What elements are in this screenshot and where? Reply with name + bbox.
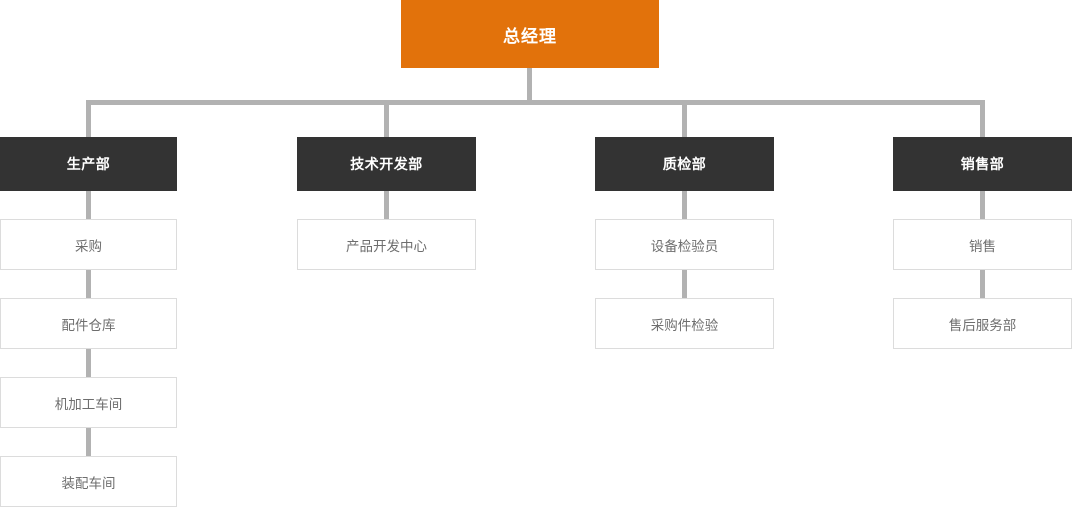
connector-root-down — [527, 68, 532, 102]
org-node-branch1-child1-label: 采购 — [75, 238, 102, 254]
connector-branch3-child1-to-child2 — [682, 270, 687, 298]
connector-dept4-to-child1 — [980, 191, 985, 219]
org-node-root[interactable]: 总经理 — [401, 0, 659, 68]
org-node-department-1-label: 生产部 — [66, 156, 111, 172]
org-node-branch4-child2[interactable]: 售后服务部 — [893, 298, 1072, 349]
org-node-branch4-child1[interactable]: 销售 — [893, 219, 1072, 270]
org-node-department-4[interactable]: 销售部 — [893, 137, 1072, 191]
org-node-branch4-child2-label: 售后服务部 — [948, 317, 1017, 333]
connector-bus-to-dept-2 — [384, 100, 389, 138]
connector-child1-to-child2 — [86, 270, 91, 298]
connector-dept1-to-child1 — [86, 191, 91, 219]
connector-bus-to-dept-4 — [980, 100, 985, 138]
org-node-branch1-child2[interactable]: 配件仓库 — [0, 298, 177, 349]
org-node-branch1-child4-label: 装配车间 — [61, 475, 116, 491]
connector-horizontal-bus — [86, 100, 985, 105]
org-node-branch3-child1-label: 设备检验员 — [650, 238, 719, 254]
org-node-branch1-child4[interactable]: 装配车间 — [0, 456, 177, 507]
org-node-branch2-child1-label: 产品开发中心 — [346, 238, 427, 254]
connector-bus-to-dept-3 — [682, 100, 687, 138]
connector-child3-to-child4 — [86, 428, 91, 456]
connector-child2-to-child3 — [86, 349, 91, 377]
org-node-department-3-label: 质检部 — [662, 156, 707, 172]
org-node-department-2[interactable]: 技术开发部 — [297, 137, 476, 191]
org-node-branch4-child1-label: 销售 — [969, 238, 996, 254]
org-node-branch3-child2[interactable]: 采购件检验 — [595, 298, 774, 349]
org-node-branch3-child1[interactable]: 设备检验员 — [595, 219, 774, 270]
org-node-branch2-child1[interactable]: 产品开发中心 — [297, 219, 476, 270]
connector-dept2-to-child1 — [384, 191, 389, 219]
org-node-branch1-child3-label: 机加工车间 — [54, 396, 123, 412]
org-node-branch3-child2-label: 采购件检验 — [650, 317, 719, 333]
org-node-branch1-child2-label: 配件仓库 — [61, 317, 116, 333]
connector-branch4-child1-to-child2 — [980, 270, 985, 298]
org-node-department-3[interactable]: 质检部 — [595, 137, 774, 191]
org-node-department-4-label: 销售部 — [960, 156, 1005, 172]
org-node-root-label: 总经理 — [503, 26, 557, 46]
connector-bus-to-dept-1 — [86, 100, 91, 138]
org-node-department-2-label: 技术开发部 — [350, 156, 423, 172]
org-node-department-1[interactable]: 生产部 — [0, 137, 177, 191]
org-node-branch1-child3[interactable]: 机加工车间 — [0, 377, 177, 428]
org-node-branch1-child1[interactable]: 采购 — [0, 219, 177, 270]
connector-dept3-to-child1 — [682, 191, 687, 219]
